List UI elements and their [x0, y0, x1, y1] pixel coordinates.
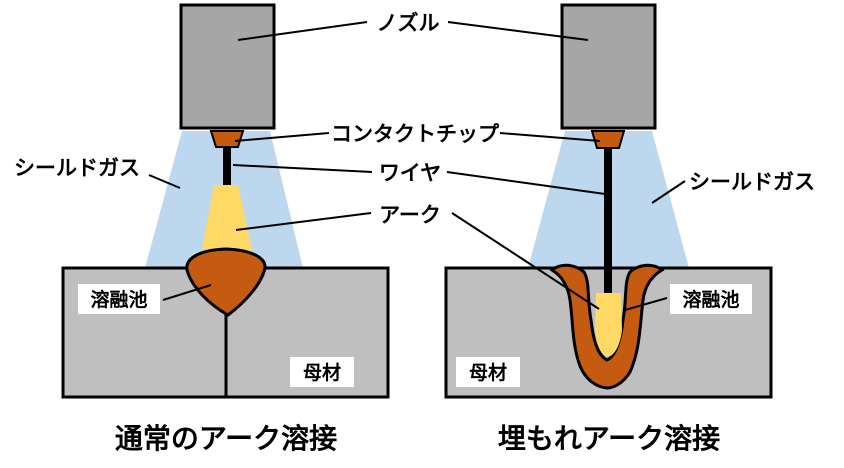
leader-pool-left: [162, 284, 212, 301]
leader-wire-right: [446, 171, 606, 195]
caption-normal-arc-welding: 通常のアーク溶接: [115, 422, 337, 455]
nozzle-left: [179, 3, 276, 130]
weld-pool-label-right: 溶融池: [682, 288, 739, 311]
wire-label: ワイヤ: [379, 161, 441, 185]
buried-arc-welding-panel: [444, 3, 773, 399]
contact-tip-left: [209, 130, 245, 148]
leader-arc-left: [235, 212, 372, 231]
weld-pool-label-box-right: [670, 284, 752, 314]
base-metal-label-box-left: [290, 357, 354, 387]
leader-tip-left: [234, 132, 330, 142]
nozzle-right: [560, 3, 657, 130]
weld-pool-label-left: 溶融池: [90, 288, 147, 311]
normal-arc-welding-panel: [61, 3, 390, 399]
caption-buried-arc-welding: 埋もれアーク溶接: [498, 422, 720, 455]
contact-tip-label: コンタクトチップ: [331, 122, 500, 146]
leader-gas-right: [651, 180, 686, 204]
arc-left: [201, 185, 253, 255]
leader-nozzle-right: [447, 21, 589, 41]
leader-gas-left: [148, 174, 181, 189]
leader-arc-right: [451, 212, 600, 310]
base-metal-label-left: 母材: [303, 361, 341, 384]
base-metal-label-right: 母材: [469, 361, 507, 384]
arc-label: アーク: [379, 203, 441, 227]
leader-tip-right: [499, 132, 601, 142]
contact-tip-right: [590, 130, 626, 149]
wire-right: [604, 148, 612, 293]
leader-wire-left: [232, 164, 373, 173]
shield-gas-label-left: シールドガス: [14, 156, 140, 180]
nozzle-label: ノズル: [377, 11, 440, 35]
leader-pool-right: [624, 297, 668, 311]
weld-pool-label-box-left: [78, 284, 160, 314]
wire-left: [223, 147, 231, 185]
base-metal-label-box-right: [456, 357, 520, 387]
leader-lines: [148, 21, 686, 311]
leader-nozzle-left: [237, 21, 368, 41]
weld-pool-left: [185, 247, 267, 317]
arc-right: [595, 293, 622, 357]
shield-gas-label-right: シールドガス: [689, 170, 815, 194]
